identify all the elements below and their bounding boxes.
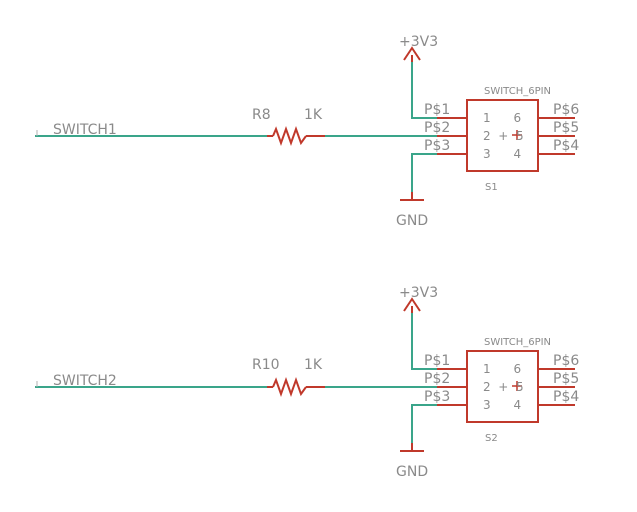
s2-right-pin-2: P$5 [553,371,579,387]
resistor-r10-value: 1K [304,357,323,373]
s2-right-pin-3: P$4 [553,389,579,405]
ground-label-2: GND [396,464,428,480]
circuit-2: SWITCH2 R10 1K +3V3 GND [35,285,579,480]
s1-right-pin-2: P$5 [553,120,579,136]
s1-body-row-2: 2 + 5 [483,129,524,143]
resistor-r10[interactable] [267,377,325,397]
s2-left-pin-3: P$3 [424,389,450,405]
s2-right-pin-1: P$6 [553,353,579,369]
power-3v3-label-1: +3V3 [399,34,438,50]
s2-left-pin-2: P$2 [424,371,450,387]
resistor-r10-name: R10 [252,357,280,373]
s1-body-row-3: 3 4 [483,147,521,161]
power-3v3-symbol-1[interactable] [403,46,421,62]
s1-right-pin-1: P$6 [553,102,579,118]
switch2-net-label: SWITCH2 [53,373,117,389]
switch-s1-type: SWITCH_6PIN [484,86,551,97]
s1-body-row-1: 1 6 [483,111,521,125]
power-to-s1-pin1-wire[interactable] [411,62,437,119]
ground-label-1: GND [396,213,428,229]
s1-left-pin-2: P$2 [424,120,450,136]
switch-s2-type: SWITCH_6PIN [484,337,551,348]
power-to-s2-pin1-wire[interactable] [411,313,437,370]
ground-symbol-1[interactable] [400,192,424,201]
switch-s2[interactable] [437,350,575,423]
s2-body-row-3: 3 4 [483,398,521,412]
circuit-1: SWITCH1 R8 1K +3V3 GND [35,34,579,229]
power-3v3-symbol-2[interactable] [403,297,421,313]
switch-s1-name: S1 [485,182,498,193]
switch1-net-label: SWITCH1 [53,122,117,138]
s2-pin3-to-gnd-wire[interactable] [411,404,437,443]
s1-right-pin-3: P$4 [553,138,579,154]
s1-left-pin-1: P$1 [424,102,450,118]
s2-left-pin-1: P$1 [424,353,450,369]
switch-s1[interactable] [437,99,575,172]
resistor-r8-name: R8 [252,107,271,123]
switch-s2-name: S2 [485,433,498,444]
s1-left-pin-3: P$3 [424,138,450,154]
resistor-r8[interactable] [267,126,325,146]
s2-body-row-1: 1 6 [483,362,521,376]
s2-body-row-2: 2 + 5 [483,380,524,394]
s1-pin3-to-gnd-wire[interactable] [411,153,437,192]
power-3v3-label-2: +3V3 [399,285,438,301]
resistor-r8-value: 1K [304,107,323,123]
ground-symbol-2[interactable] [400,443,424,452]
